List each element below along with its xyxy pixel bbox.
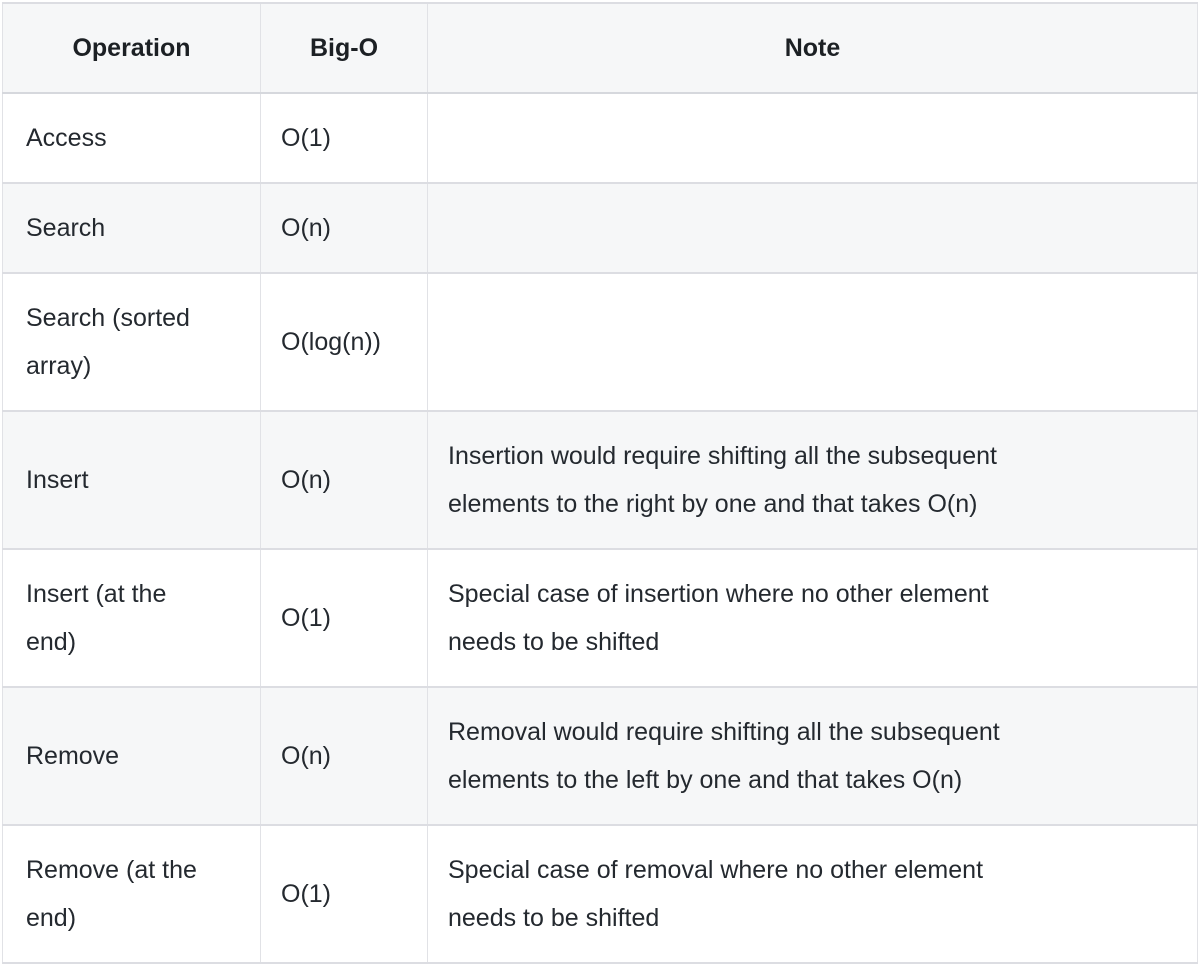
cell-bigo: O(n) xyxy=(260,410,428,550)
column-header-bigo: Big-O xyxy=(260,2,428,94)
cell-note xyxy=(427,92,1198,184)
cell-bigo: O(1) xyxy=(260,92,428,184)
table-row-remove-at-end: Remove (at the end) O(1) Special case of… xyxy=(2,824,1198,964)
table-row-search-sorted: Search (sorted array) O(log(n)) xyxy=(2,272,1198,412)
cell-operation: Insert xyxy=(2,410,261,550)
cell-bigo: O(log(n)) xyxy=(260,272,428,412)
table-row-insert-at-end: Insert (at the end) O(1) Special case of… xyxy=(2,548,1198,688)
cell-bigo: O(1) xyxy=(260,548,428,688)
cell-bigo: O(n) xyxy=(260,686,428,826)
cell-note: Special case of insertion where no other… xyxy=(427,548,1198,688)
table-row-search: Search O(n) xyxy=(2,182,1198,274)
cell-operation: Access xyxy=(2,92,261,184)
table-row-insert: Insert O(n) Insertion would require shif… xyxy=(2,410,1198,550)
cell-note: Special case of removal where no other e… xyxy=(427,824,1198,964)
cell-operation: Remove xyxy=(2,686,261,826)
cell-operation: Search (sorted array) xyxy=(2,272,261,412)
cell-operation: Remove (at the end) xyxy=(2,824,261,964)
cell-note: Removal would require shifting all the s… xyxy=(427,686,1198,826)
cell-note xyxy=(427,182,1198,274)
column-header-operation: Operation xyxy=(2,2,261,94)
header-row: Operation Big-O Note xyxy=(2,2,1198,94)
cell-note: Insertion would require shifting all the… xyxy=(427,410,1198,550)
table-row-access: Access O(1) xyxy=(2,92,1198,184)
table-body: Access O(1) Search O(n) Search (sorted a… xyxy=(2,92,1198,964)
table-header: Operation Big-O Note xyxy=(2,2,1198,94)
cell-operation: Insert (at the end) xyxy=(2,548,261,688)
table-row-remove: Remove O(n) Removal would require shifti… xyxy=(2,686,1198,826)
cell-bigo: O(n) xyxy=(260,182,428,274)
cell-bigo: O(1) xyxy=(260,824,428,964)
cell-note xyxy=(427,272,1198,412)
cell-operation: Search xyxy=(2,182,261,274)
column-header-note: Note xyxy=(427,2,1198,94)
